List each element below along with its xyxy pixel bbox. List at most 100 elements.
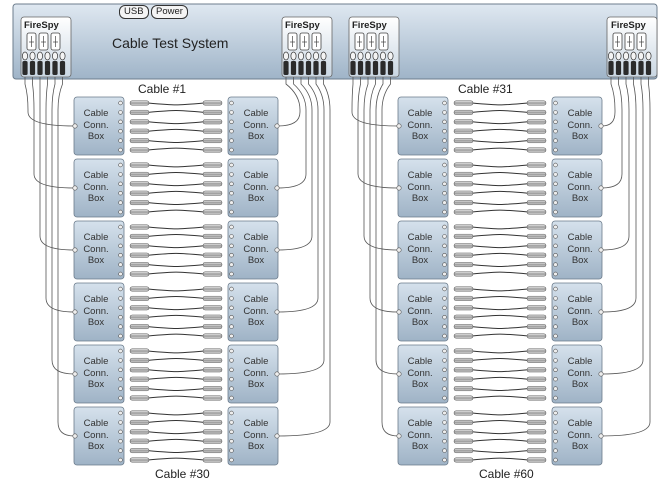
jack-icon — [442, 395, 447, 401]
cable-plug — [202, 324, 223, 330]
jack-icon — [553, 243, 558, 249]
cable-plug — [129, 252, 150, 258]
cable — [453, 128, 547, 134]
cable — [129, 367, 223, 373]
jack-icon — [118, 315, 123, 320]
cable-wire — [147, 202, 205, 205]
cable-wire — [471, 420, 529, 423]
jack-icon — [442, 162, 447, 168]
cable-plug — [453, 109, 474, 115]
cable-plug — [202, 367, 223, 373]
jack-icon — [229, 448, 234, 453]
cable-plug — [453, 410, 474, 416]
connector-plug — [372, 61, 379, 75]
jack-icon — [118, 386, 123, 391]
jack-icon — [229, 348, 234, 354]
cable-plug — [202, 128, 223, 134]
jack-icon — [118, 243, 123, 249]
cable-plug — [202, 224, 223, 230]
cable — [453, 252, 547, 258]
cable-conn-box — [551, 406, 604, 466]
cable-plug — [202, 448, 223, 454]
jack-icon — [229, 286, 234, 292]
cable-wire — [471, 172, 529, 175]
cable — [129, 419, 223, 425]
jack-icon — [118, 191, 123, 196]
jack-icon — [118, 439, 123, 444]
cable-plug — [453, 376, 474, 382]
cable-plug — [453, 200, 474, 206]
connector-icon — [52, 51, 58, 61]
cable-plug — [129, 243, 150, 249]
cable — [129, 128, 223, 134]
cable-wire — [147, 431, 205, 435]
jack-icon — [553, 448, 558, 453]
cable-wire — [147, 190, 205, 194]
input-jack-icon — [274, 123, 280, 129]
jack-icon — [118, 172, 123, 177]
cable-plug — [526, 162, 547, 168]
cable-wire — [147, 358, 205, 361]
cable-plug — [526, 233, 547, 239]
cable-conn-box — [227, 96, 280, 156]
cable-plug — [129, 410, 150, 416]
cable — [453, 376, 547, 382]
jack-icon — [229, 315, 234, 320]
cable-wire — [471, 183, 529, 187]
jack-icon — [229, 367, 234, 372]
cable-plug — [453, 324, 474, 330]
connector-plug — [52, 61, 58, 75]
cable — [129, 286, 223, 292]
cable — [129, 386, 223, 392]
jack-icon — [229, 147, 234, 153]
cable-plug — [526, 333, 547, 339]
jack-icon — [442, 110, 447, 115]
cable-plug — [453, 224, 474, 230]
cable-plug — [526, 209, 547, 215]
cable-plug — [202, 438, 223, 444]
cable-plug — [453, 395, 474, 401]
connector-icon — [320, 51, 327, 61]
cable — [453, 324, 547, 330]
cable — [453, 286, 547, 292]
cable-wire — [471, 245, 529, 249]
cable-wire — [147, 234, 205, 237]
cable-wire — [471, 140, 529, 143]
firespy-unit — [348, 16, 400, 78]
jack-icon — [442, 315, 447, 320]
jack-icon — [442, 181, 447, 187]
jack-icon — [118, 420, 123, 425]
cable — [129, 252, 223, 258]
wire — [277, 77, 319, 313]
input-jack-icon — [598, 371, 604, 377]
cable-plug — [453, 100, 474, 106]
cable-wire — [147, 252, 205, 256]
wire — [601, 77, 637, 313]
cable-plug — [526, 109, 547, 115]
cable-plug — [453, 252, 474, 258]
jack-icon — [118, 457, 123, 463]
jack-icon — [118, 377, 123, 382]
jack-icon — [553, 358, 558, 363]
jack-icon — [442, 243, 447, 249]
cable-plug — [129, 386, 150, 392]
cable — [453, 243, 547, 249]
cable-wire — [471, 333, 529, 337]
jack-icon — [118, 209, 123, 215]
cable-wire — [471, 226, 529, 230]
cable-plug — [453, 119, 474, 125]
input-jack-icon — [396, 185, 402, 191]
system-title: Cable Test System — [112, 35, 229, 51]
jack-icon — [553, 162, 558, 168]
jack-icon — [442, 119, 447, 125]
system-panel — [12, 3, 658, 80]
jack-icon — [229, 395, 234, 401]
cable-label-60: Cable #60 — [479, 467, 534, 481]
cable-plug — [129, 109, 150, 115]
wire — [277, 77, 301, 127]
connector-icon — [290, 51, 297, 61]
cable-wire — [471, 252, 529, 256]
